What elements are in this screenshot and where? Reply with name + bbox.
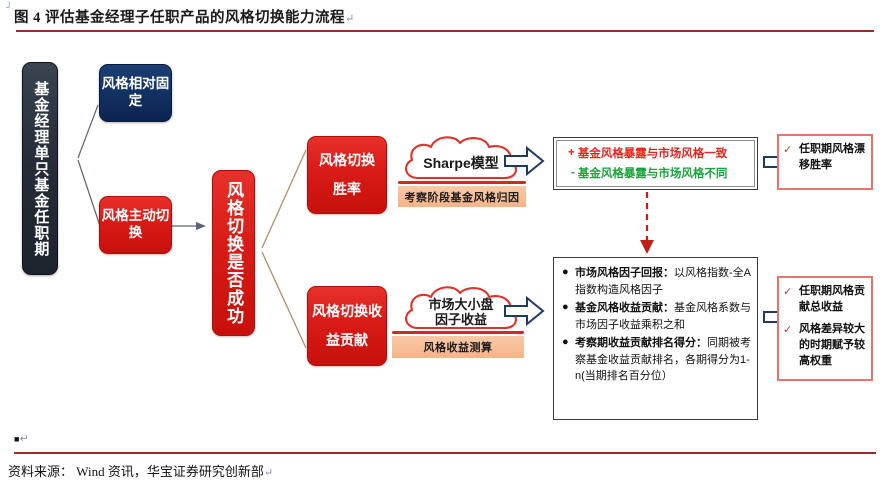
source-note: 资料来源： Wind 资讯，华宝证券研究创新部↵ <box>8 461 273 480</box>
track-winrate-criteria-box: + 基金风格暴露与市场风格一致 - 基金风格暴露与市场风格不同 <box>553 137 758 190</box>
track-return-cloud-label-line2: 因子收益 <box>434 312 487 327</box>
body-end-marker-glyph: ■ <box>14 434 20 444</box>
criteria-sign-negative: - <box>571 167 575 179</box>
detail-bullet-rest: 以风格指数-全A指数构造风格因子 <box>575 267 751 296</box>
track-return-node-line2: 益贡献 <box>326 331 368 348</box>
bullet-dot-icon: ● <box>562 336 569 348</box>
criteria-text-positive: 基金风格暴露与市场风格一致 <box>577 148 728 160</box>
criteria-row-positive: + 基金风格暴露与市场风格一致 <box>562 143 749 163</box>
body-end-marker: ■↵ <box>14 432 29 445</box>
figure-title-text: 图 4 评估基金经理子任职产品的风格切换能力流程 <box>14 10 345 26</box>
track-return-outcome-card: ✓ 任职期风格贡献总收益 ✓ 风格差异较大的时期赋予较高权重 <box>777 276 873 381</box>
detail-bullet-text: 考察期收益贡献排名得分：同期被考察基金收益贡献排名，各期得分为1-n(当期排名百… <box>575 335 751 385</box>
track-winrate-node-line2: 胜率 <box>333 180 361 197</box>
criteria-row-negative: - 基金风格暴露与市场风格不同 <box>562 163 749 183</box>
criteria-text-negative: 基金风格暴露与市场风格不同 <box>577 168 728 180</box>
detail-bullet-bold: 基金风格收益贡献： <box>575 302 674 314</box>
track-return-ribbon: 风格收益测算 <box>392 336 524 358</box>
track-winrate-cloud-label: Sharpe模型 <box>423 154 499 171</box>
criteria-sign-positive: + <box>568 147 575 159</box>
center-node-label: 风格切换是否成功 <box>224 181 244 325</box>
track-winrate-node: 风格切换 胜率 <box>307 136 387 214</box>
track-return-node-line1: 风格切换收 <box>312 303 382 319</box>
branch-style-active-label: 风格主动切换 <box>101 208 170 240</box>
detail-bullet-text: 基金风格收益贡献：基金风格系数与市场因子收益乘积之和 <box>575 300 751 333</box>
detail-bullet: ● 基金风格收益贡献：基金风格系数与市场因子收益乘积之和 <box>562 300 751 333</box>
track-winrate-node-line1: 风格切换 <box>319 152 375 168</box>
start-node: 基金经理单只基金任职期 <box>22 62 58 275</box>
bullet-dot-icon: ● <box>562 301 569 313</box>
branch-style-fixed: 风格相对固定 <box>99 64 172 122</box>
divider-bottom <box>14 452 876 454</box>
outcome-item: ✓ 风格差异较大的时期赋予较高权重 <box>783 322 867 370</box>
track-return-ribbon-bar <box>392 331 524 334</box>
track-return-cloud-label-line1: 市场大小盘 <box>428 297 494 313</box>
outcome-item: ✓ 任职期风格贡献总收益 <box>783 284 867 316</box>
outcome-text: 风格差异较大的时期赋予较高权重 <box>799 322 865 367</box>
center-node-switch-success: 风格切换是否成功 <box>212 170 255 336</box>
outcome-item: ✓ 任职期风格漂移胜率 <box>783 142 867 174</box>
divider-top <box>16 30 874 32</box>
detail-bullet: ● 市场风格因子回报：以风格指数-全A指数构造风格因子 <box>562 265 751 298</box>
track-winrate-ribbon-label: 考察阶段基金风格归因 <box>404 191 520 204</box>
detail-bullet-rest: 基金风格系数与市场因子收益乘积之和 <box>575 302 751 331</box>
page-title: 图 4 评估基金经理子任职产品的风格切换能力流程↵ <box>14 6 355 27</box>
source-note-text: 资料来源： Wind 资讯，华宝证券研究创新部 <box>8 464 264 479</box>
detail-bullet: ● 考察期收益贡献排名得分：同期被考察基金收益贡献排名，各期得分为1-n(当期排… <box>562 335 751 385</box>
track-return-ribbon-label: 风格收益测算 <box>423 342 493 354</box>
outcome-text: 任职期风格贡献总收益 <box>799 285 865 313</box>
branch-style-active: 风格主动切换 <box>99 196 172 254</box>
outcome-text: 任职期风格漂移胜率 <box>799 143 865 171</box>
arrow-winrate-to-criteria <box>503 146 545 176</box>
track-winrate-outcome-card: ✓ 任职期风格漂移胜率 <box>777 134 873 190</box>
detail-bullet-bold: 考察期收益贡献排名得分： <box>575 337 707 349</box>
track-return-node: 风格切换收 益贡献 <box>307 286 387 366</box>
detail-bullet-bold: 市场风格因子回报： <box>575 267 674 279</box>
check-icon: ✓ <box>783 144 793 156</box>
check-icon: ✓ <box>783 286 793 298</box>
source-pilcrow-icon: ↵ <box>263 467 274 479</box>
track-winrate-ribbon-bar <box>398 181 526 184</box>
top-left-mark: ┘ <box>6 2 13 12</box>
title-pilcrow-icon: ↵ <box>345 13 355 25</box>
bullet-dot-icon: ● <box>562 266 569 278</box>
track-return-detail-box: ● 市场风格因子回报：以风格指数-全A指数构造风格因子 ● 基金风格收益贡献：基… <box>553 257 758 420</box>
start-node-label: 基金经理单只基金任职期 <box>32 80 50 257</box>
body-pilcrow-icon: ↵ <box>19 433 29 445</box>
detail-bullet-rest: 同期被考察基金收益贡献排名，各期得分为1-n(当期排名百分位） <box>575 337 751 382</box>
check-icon: ✓ <box>783 323 793 336</box>
track-winrate-ribbon: 考察阶段基金风格归因 <box>398 186 526 207</box>
arrow-return-to-bullets <box>503 296 545 326</box>
detail-bullet-text: 市场风格因子回报：以风格指数-全A指数构造风格因子 <box>575 265 751 298</box>
branch-style-fixed-label: 风格相对固定 <box>101 76 170 108</box>
